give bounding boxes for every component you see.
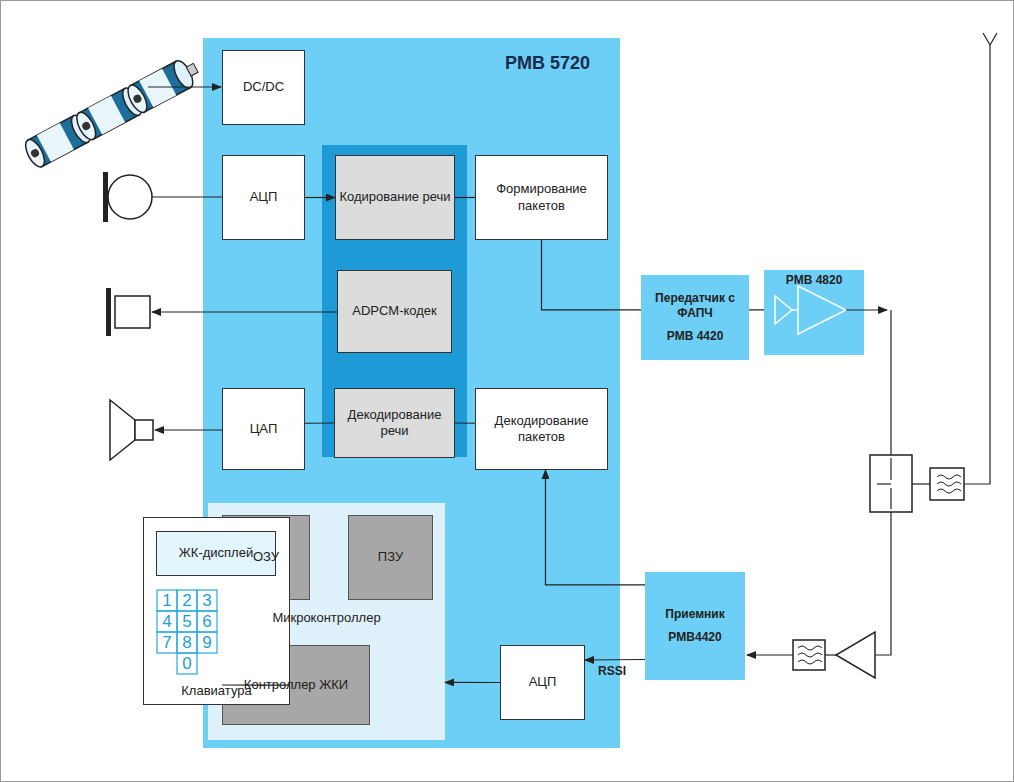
- transmitter-chip: Передатчик с ФАПЧ PMB 4420: [641, 275, 749, 360]
- node-label: DC/DC: [243, 79, 284, 95]
- node-label: ПЗУ: [378, 549, 403, 565]
- node-label: Передатчик с ФАПЧ: [641, 291, 749, 321]
- node-label: Микроконтроллер: [208, 610, 445, 626]
- signal-connector: [455, 197, 475, 198]
- amplifier-symbol: [775, 286, 846, 334]
- signal-connector: [545, 470, 645, 585]
- node-label: Клавиатура: [144, 683, 289, 699]
- node-label: Формирование пакетов: [476, 181, 607, 214]
- key-digit: 5: [177, 612, 197, 632]
- adc-block: АЦП: [500, 645, 585, 720]
- node-label: АЦП: [529, 674, 557, 690]
- key-digit: 6: [197, 612, 217, 632]
- node-label: Кодирование речи: [339, 189, 450, 205]
- codec-block: ADPCM-кодек: [337, 270, 452, 353]
- dac-block: ЦАП: [222, 388, 305, 470]
- node-label: АЦП: [250, 189, 278, 205]
- node-label: Контроллер ЖКИ: [244, 677, 348, 693]
- battery-illustration: [22, 55, 203, 170]
- key-digit: 0: [177, 654, 197, 674]
- key-digit: 8: [177, 633, 197, 653]
- earpiece-symbol: [106, 288, 337, 336]
- signal-connector: [445, 682, 500, 683]
- memory-block: ПЗУ: [348, 515, 433, 600]
- signal-connector: [305, 422, 334, 423]
- node-label: PMB 5720: [505, 52, 590, 75]
- codec-block: Декодирование речи: [334, 388, 455, 458]
- node-label: Приемник: [665, 607, 724, 622]
- key-digit: 2: [177, 591, 197, 611]
- power-wire: [148, 86, 221, 87]
- adc-block: АЦП: [222, 155, 305, 240]
- process-box: Формирование пакетов: [475, 155, 608, 240]
- node-label: Декодирование пакетов: [476, 413, 607, 446]
- key-digit: 7: [157, 633, 177, 653]
- codec-block: Кодирование речи: [335, 155, 455, 240]
- key-digit: 1: [157, 591, 177, 611]
- rf-path: [747, 33, 997, 678]
- node-label: ЖК-дисплей: [179, 545, 253, 561]
- signal-connector: [749, 309, 764, 310]
- node-label: ОЗУ: [253, 549, 279, 565]
- key-digit: 4: [157, 612, 177, 632]
- keypad-grid: [157, 590, 217, 674]
- signal-connector: [305, 197, 335, 198]
- key-digit: 9: [197, 633, 217, 653]
- signal-connector: [455, 422, 475, 423]
- signal-connector: [222, 684, 290, 685]
- signal-connector: [542, 240, 642, 310]
- key-digit: 3: [197, 591, 217, 611]
- loudspeaker-symbol: [110, 400, 222, 460]
- node-label: ЦАП: [250, 421, 278, 437]
- node-label: PMB4420: [668, 630, 721, 645]
- signal-connector: [585, 659, 645, 661]
- node-label: ADPCM-кодек: [352, 303, 437, 319]
- edge-label: RSSI: [598, 664, 626, 678]
- node-label: PMB 4820: [764, 273, 864, 288]
- receiver-chip: ПриемникPMB4420: [645, 572, 745, 680]
- power-block: DC/DC: [222, 50, 305, 125]
- process-box: Декодирование пакетов: [475, 388, 608, 470]
- node-label: PMB 4420: [667, 329, 724, 344]
- microphone-symbol: [103, 172, 222, 222]
- node-label: Декодирование речи: [335, 407, 454, 440]
